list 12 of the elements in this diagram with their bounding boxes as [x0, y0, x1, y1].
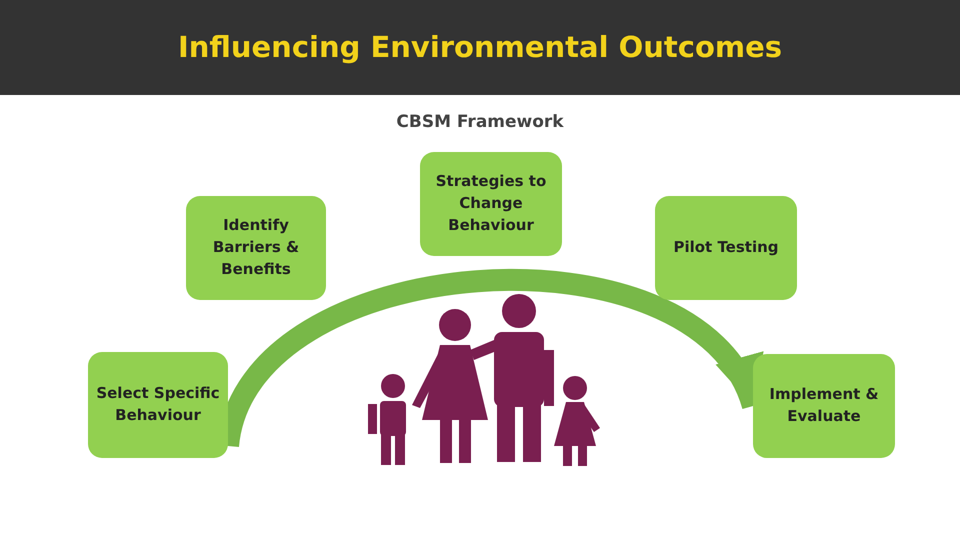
step-box [186, 196, 326, 300]
step-text: Select Specific Behaviour [96, 383, 220, 426]
step-box [88, 352, 228, 458]
slide-title: Influencing Environmental Outcomes [176, 30, 784, 64]
step-box [420, 152, 562, 256]
step-text: Identify Barriers & Benefits [212, 215, 300, 280]
step-box [753, 354, 895, 458]
subtitle: CBSM Framework [396, 112, 564, 132]
step-text: Implement & Evaluate [768, 384, 880, 427]
step-text: Strategies to Change Behaviour [434, 171, 548, 236]
step-box [655, 196, 797, 300]
step-text: Pilot Testing [673, 237, 779, 258]
